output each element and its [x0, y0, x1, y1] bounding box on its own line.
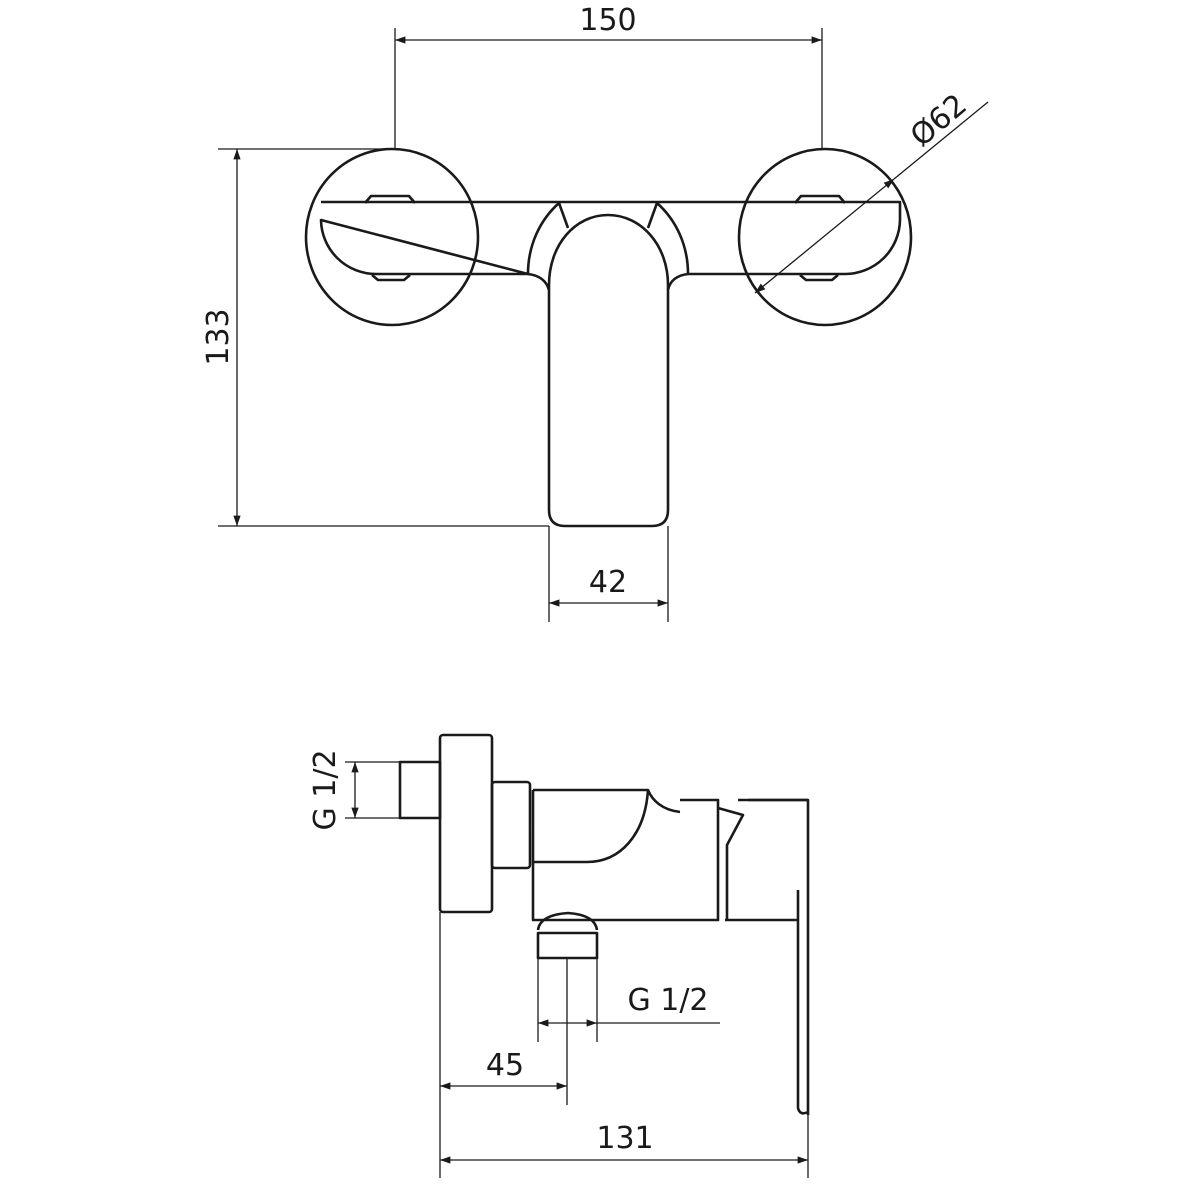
shoulder-edges [557, 202, 659, 229]
dimension-label-outlet-thread: G 1/2 [627, 983, 708, 1018]
right-wall-flange [737, 147, 913, 327]
body-shoulders [526, 202, 690, 275]
dimension-line-diameter-62 [754, 178, 895, 294]
connector-collar [490, 780, 532, 870]
dimension-label-42: 42 [589, 565, 627, 600]
handle-fillets [527, 272, 689, 291]
outlet-dome [536, 911, 599, 931]
dimension-label-inlet-thread: G 1/2 [308, 749, 343, 830]
left-nut [364, 194, 416, 282]
mixer-body [531, 788, 720, 922]
dimension-label-150: 150 [579, 3, 636, 38]
inlet-stub [398, 760, 442, 820]
dimension-label-133: 133 [201, 308, 236, 365]
dimension-label-diameter-62: Ø62 [904, 87, 974, 154]
dimension-label-45: 45 [486, 1048, 524, 1083]
wall-flange [438, 733, 494, 914]
lever-side [717, 798, 810, 1115]
lever-handle [547, 213, 670, 528]
side-view: G 1/2 G 1/2 45 131 [308, 733, 810, 1178]
top-view: 150 133 42 Ø62 [201, 3, 989, 622]
right-nut [794, 194, 846, 282]
mixer-body-bar [319, 200, 902, 276]
shower-outlet [536, 931, 599, 960]
left-wall-flange [304, 147, 480, 327]
dimension-label-131: 131 [596, 1121, 653, 1156]
